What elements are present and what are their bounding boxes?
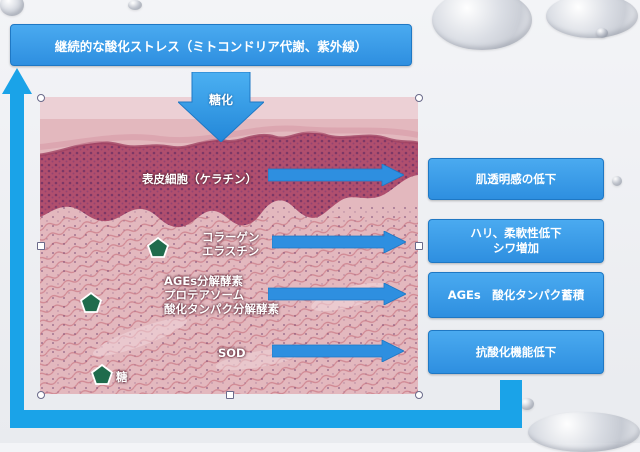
result-antioxidant-box: 抗酸化機能低下 bbox=[428, 330, 604, 374]
selection-handle[interactable] bbox=[415, 94, 423, 102]
sugar-label: 糖 bbox=[116, 370, 128, 384]
sod-arrow bbox=[272, 340, 404, 362]
selection-handle[interactable] bbox=[37, 391, 45, 399]
selection-handle[interactable] bbox=[37, 242, 45, 250]
selection-handle[interactable] bbox=[37, 94, 45, 102]
water-droplet bbox=[520, 398, 534, 410]
feedback-bar-bottom bbox=[10, 410, 522, 428]
glycation-down-arrow bbox=[178, 72, 264, 142]
keratin-label: 表皮細胞（ケラチン） bbox=[142, 172, 257, 186]
water-droplet bbox=[596, 28, 608, 38]
pentagon-marker bbox=[147, 237, 169, 258]
selection-handle[interactable] bbox=[226, 391, 234, 399]
collagen-elastin-label: コラーゲン エラスチン bbox=[202, 230, 260, 258]
water-droplet bbox=[546, 0, 638, 38]
pentagon-marker bbox=[80, 292, 102, 313]
enzymes-arrow bbox=[268, 283, 406, 305]
selection-handle[interactable] bbox=[415, 242, 423, 250]
sod-label: SOD bbox=[218, 346, 246, 360]
enzymes-label: AGEs分解酵素 プロテアソーム 酸化タンパク分解酵素 bbox=[164, 274, 279, 316]
result-ages-box: AGEs 酸化タンパク蓄積 bbox=[428, 272, 604, 318]
water-droplet bbox=[612, 176, 622, 186]
result-clarity-box: 肌透明感の低下 bbox=[428, 158, 604, 200]
oxidative-stress-box: 継続的な酸化ストレス（ミトコンドリア代謝、紫外線） bbox=[10, 24, 412, 66]
pentagon-marker bbox=[91, 364, 113, 385]
oxidative-stress-label: 継続的な酸化ストレス（ミトコンドリア代謝、紫外線） bbox=[54, 38, 368, 54]
water-droplet bbox=[0, 0, 24, 16]
result-elasticity-box: ハリ、柔軟性低下 シワ増加 bbox=[428, 219, 604, 263]
collagen-arrow bbox=[272, 231, 406, 253]
water-droplet bbox=[432, 0, 532, 50]
glycation-label: 糖化 bbox=[208, 93, 233, 107]
feedback-arrow-head bbox=[2, 68, 32, 94]
keratin-arrow bbox=[268, 164, 404, 186]
feedback-bar-left bbox=[10, 92, 24, 428]
selection-handle[interactable] bbox=[415, 391, 423, 399]
water-droplet bbox=[528, 412, 640, 452]
water-droplet bbox=[128, 0, 142, 10]
